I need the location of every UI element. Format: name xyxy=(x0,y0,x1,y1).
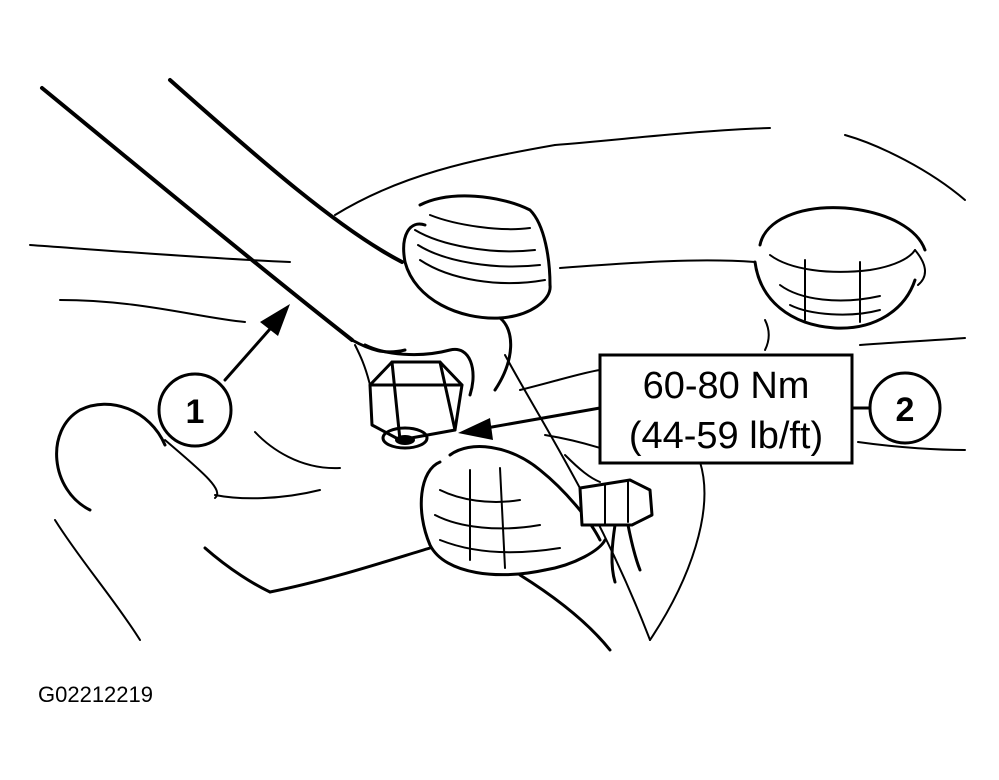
lower-control-arm xyxy=(203,354,651,652)
torque-spec-imperial: (44-59 lb/ft) xyxy=(629,415,823,457)
torque-spec-callout: 60-80 Nm (44-59 lb/ft) xyxy=(458,353,854,465)
upper-bushing-boot xyxy=(402,194,552,392)
callout-2-label: 2 xyxy=(896,391,915,429)
tie-rod-arm xyxy=(40,78,407,354)
figure-id: G02212219 xyxy=(38,682,153,707)
chassis-outline xyxy=(29,127,966,641)
torque-arrowhead xyxy=(458,418,493,440)
callout-1-arrowhead xyxy=(260,304,290,336)
callout-2: 2 xyxy=(850,371,942,445)
torque-spec-metric: 60-80 Nm xyxy=(643,365,810,407)
callout-1: 1 xyxy=(157,304,290,448)
callout-1-label: 1 xyxy=(186,393,205,431)
strut-mount xyxy=(753,206,927,330)
wheel-hub-outline xyxy=(54,402,341,641)
ball-joint-nut xyxy=(354,343,475,450)
callout-2-circle xyxy=(868,371,942,445)
sensor-connector xyxy=(578,478,654,584)
callout-1-circle xyxy=(157,372,233,448)
